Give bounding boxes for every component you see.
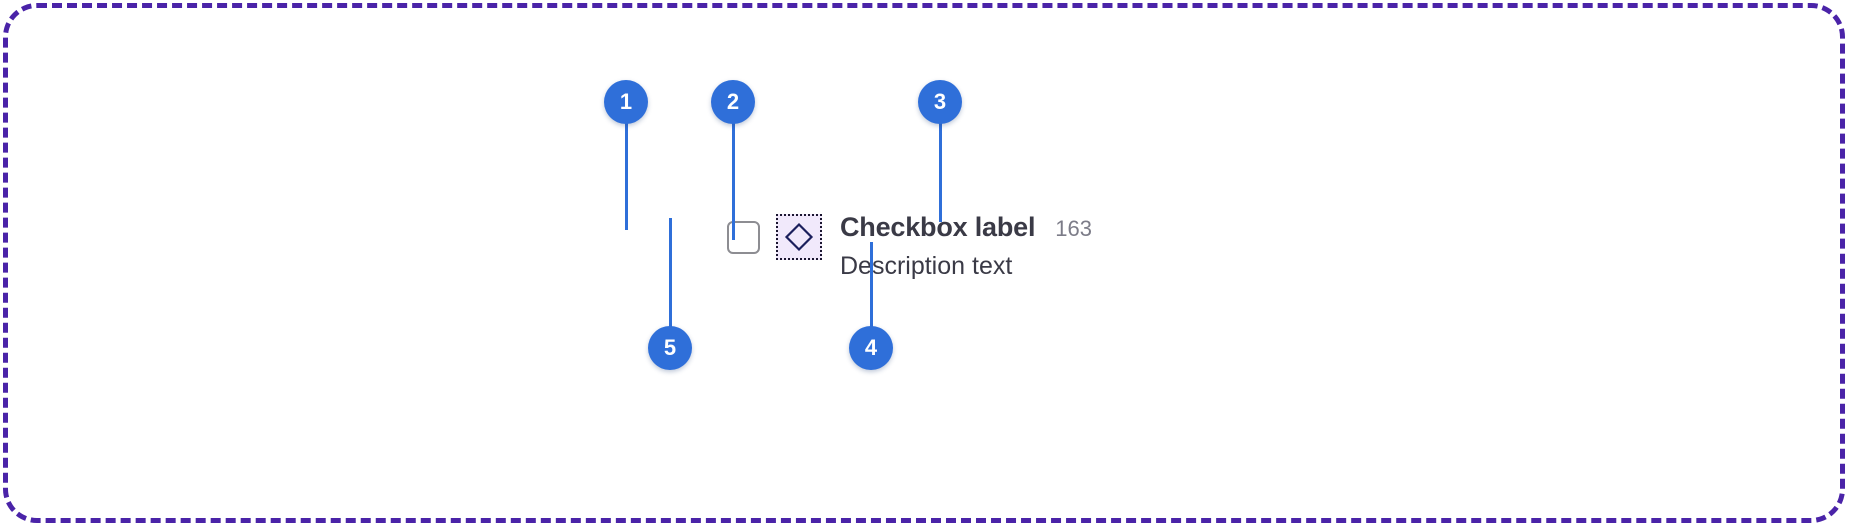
label-count: 163 [1055, 216, 1092, 241]
diamond-icon-slot[interactable] [776, 214, 822, 260]
checkbox-label: Checkbox label [840, 212, 1036, 242]
callout-badge-4[interactable]: 4 [849, 326, 893, 370]
callout-badge-5[interactable]: 5 [648, 326, 692, 370]
label-line: Checkbox label 163 [840, 212, 1092, 243]
callout-badge-2[interactable]: 2 [711, 80, 755, 124]
callout-connector-line-5 [669, 218, 672, 328]
callout-connector-line-2 [732, 122, 735, 240]
checkbox-text-column: Checkbox label 163 Description text [840, 212, 1092, 281]
callout-connector-line-3 [939, 122, 942, 222]
callout-badge-3[interactable]: 3 [918, 80, 962, 124]
diamond-icon [784, 222, 814, 252]
callout-connector-line-1 [625, 122, 628, 230]
description-text: Description text [840, 252, 1013, 280]
checkbox-component[interactable]: Checkbox label 163 Description text [727, 212, 1092, 281]
callout-connector-line-4 [870, 242, 873, 328]
callout-badge-1[interactable]: 1 [604, 80, 648, 124]
